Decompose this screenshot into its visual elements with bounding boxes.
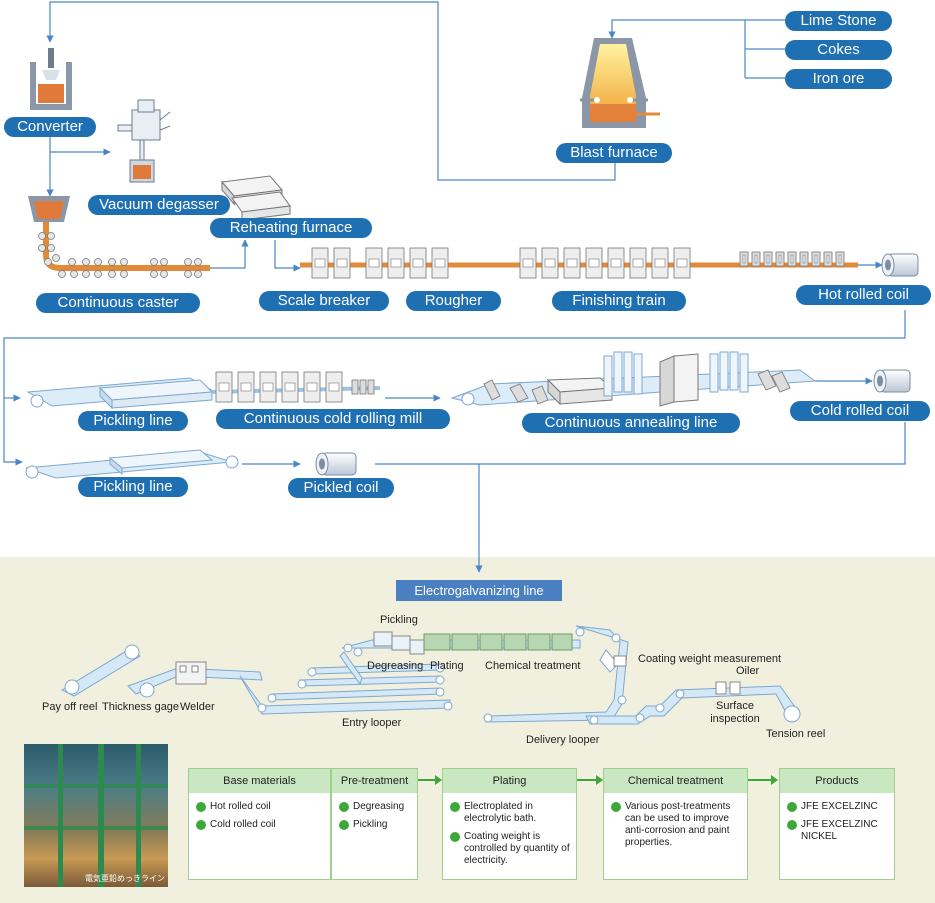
arrow-right-icon — [577, 775, 603, 785]
flow-lines — [3, 1, 906, 573]
eg-label-thickness-gage: Thickness gage — [102, 701, 180, 713]
mill-stand — [351, 379, 359, 395]
eg-label-welder: Welder — [180, 701, 215, 713]
step-header: Pre-treatment — [332, 769, 417, 793]
label-continuous-cold-rolling-mill: Continuous cold rolling mill — [216, 409, 450, 429]
step-plating: Plating Electroplated in electrolytic ba… — [442, 768, 577, 880]
blast-furnace-unit — [580, 38, 660, 128]
cold-rolled-coil-icon — [873, 369, 911, 393]
step-item: Pickling — [339, 819, 411, 831]
pickling-line-1-unit — [26, 377, 217, 410]
label-pickling-line-1: Pickling line — [78, 411, 188, 431]
vacuum-degasser-unit — [117, 99, 171, 183]
bullet-icon — [196, 820, 206, 830]
bullet-icon — [611, 802, 621, 812]
eg-label-oiler: Oiler — [736, 665, 760, 677]
label-pickling-line-2: Pickling line — [78, 477, 188, 497]
mill-stand — [367, 379, 375, 395]
bullet-icon — [450, 832, 460, 842]
label-continuous-caster: Continuous caster — [36, 293, 200, 313]
annealing-line-unit — [450, 351, 817, 407]
pickled-coil-icon — [315, 452, 357, 476]
bullet-icon — [787, 802, 797, 812]
arrow-right-icon — [748, 775, 778, 785]
eg-label-surface-2: inspection — [710, 713, 760, 725]
eg-line-drawing — [60, 625, 801, 725]
continuous-caster-unit — [28, 196, 210, 278]
step-base-materials: Base materials Hot rolled coil Cold roll… — [188, 768, 331, 880]
photo-caption: 電気亜鉛めっきライン — [85, 874, 165, 883]
label-converter: Converter — [4, 117, 96, 137]
factory-photo: 電気亜鉛めっきライン — [24, 744, 168, 887]
step-item: Cold rolled coil — [196, 819, 324, 831]
bullet-icon — [339, 802, 349, 812]
step-item: Coating weight is controlled by quantity… — [450, 831, 570, 867]
eg-label-tension-reel: Tension reel — [766, 728, 826, 740]
mill-stand — [359, 379, 367, 395]
label-reheating-furnace: Reheating furnace — [210, 218, 372, 238]
cold-rolling-mill-unit — [211, 371, 381, 403]
step-header: Products — [780, 769, 894, 793]
label-blast-furnace: Blast furnace — [556, 143, 672, 163]
label-vacuum-degasser: Vacuum degasser — [88, 195, 230, 215]
eg-label-delivery-looper: Delivery looper — [526, 734, 600, 746]
eg-label-plating: Plating — [430, 660, 464, 672]
label-hot-rolled-coil: Hot rolled coil — [796, 285, 931, 305]
eg-label-coating-weight: Coating weight measurement — [638, 653, 782, 665]
converter-vessel — [30, 48, 72, 110]
step-header: Base materials — [189, 769, 330, 793]
label-pickled-coil: Pickled coil — [288, 478, 394, 498]
bullet-icon — [196, 802, 206, 812]
step-item: JFE EXCELZINC NICKEL — [787, 819, 888, 843]
step-header: Chemical treatment — [604, 769, 747, 793]
step-header: Plating — [443, 769, 576, 793]
step-chemical-treatment: Chemical treatment Various post-treatmen… — [603, 768, 748, 880]
label-cold-rolled-coil: Cold rolled coil — [790, 401, 930, 421]
eg-label-degreasing: Degreasing — [367, 660, 424, 672]
eg-line-title: Electrogalvanizing line — [396, 580, 562, 601]
pickling-line-2-unit — [25, 449, 239, 479]
bullet-icon — [339, 820, 349, 830]
eg-label-surface-1: Surface — [716, 700, 754, 712]
eg-label-pickling: Pickling — [380, 614, 418, 626]
label-lime-stone: Lime Stone — [785, 11, 892, 31]
hot-rolled-coil-icon — [881, 253, 919, 277]
step-products: Products JFE EXCELZINC JFE EXCELZINC NIC… — [779, 768, 895, 880]
arrow-right-icon — [418, 775, 442, 785]
step-item: Hot rolled coil — [196, 801, 324, 813]
label-cokes: Cokes — [785, 40, 892, 60]
label-continuous-annealing-line: Continuous annealing line — [522, 413, 740, 433]
reheating-furnace-unit — [221, 175, 291, 221]
step-pre-treatment: Pre-treatment Degreasing Pickling — [331, 768, 418, 880]
label-finishing-train: Finishing train — [552, 291, 686, 311]
hot-strip-mill — [300, 247, 858, 279]
step-item: Degreasing — [339, 801, 411, 813]
bullet-icon — [787, 820, 797, 830]
label-rougher: Rougher — [406, 291, 501, 311]
eg-label-chemical-treatment: Chemical treatment — [485, 660, 581, 672]
label-iron-ore: Iron ore — [785, 69, 892, 89]
step-item: Various post-treatments can be used to i… — [611, 801, 741, 849]
eg-label-entry-looper: Entry looper — [342, 717, 402, 729]
label-scale-breaker: Scale breaker — [259, 291, 389, 311]
step-item: Electroplated in electrolytic bath. — [450, 801, 570, 825]
bullet-icon — [450, 802, 460, 812]
eg-label-pay-off-reel: Pay off reel — [42, 701, 98, 713]
step-item: JFE EXCELZINC — [787, 801, 888, 813]
